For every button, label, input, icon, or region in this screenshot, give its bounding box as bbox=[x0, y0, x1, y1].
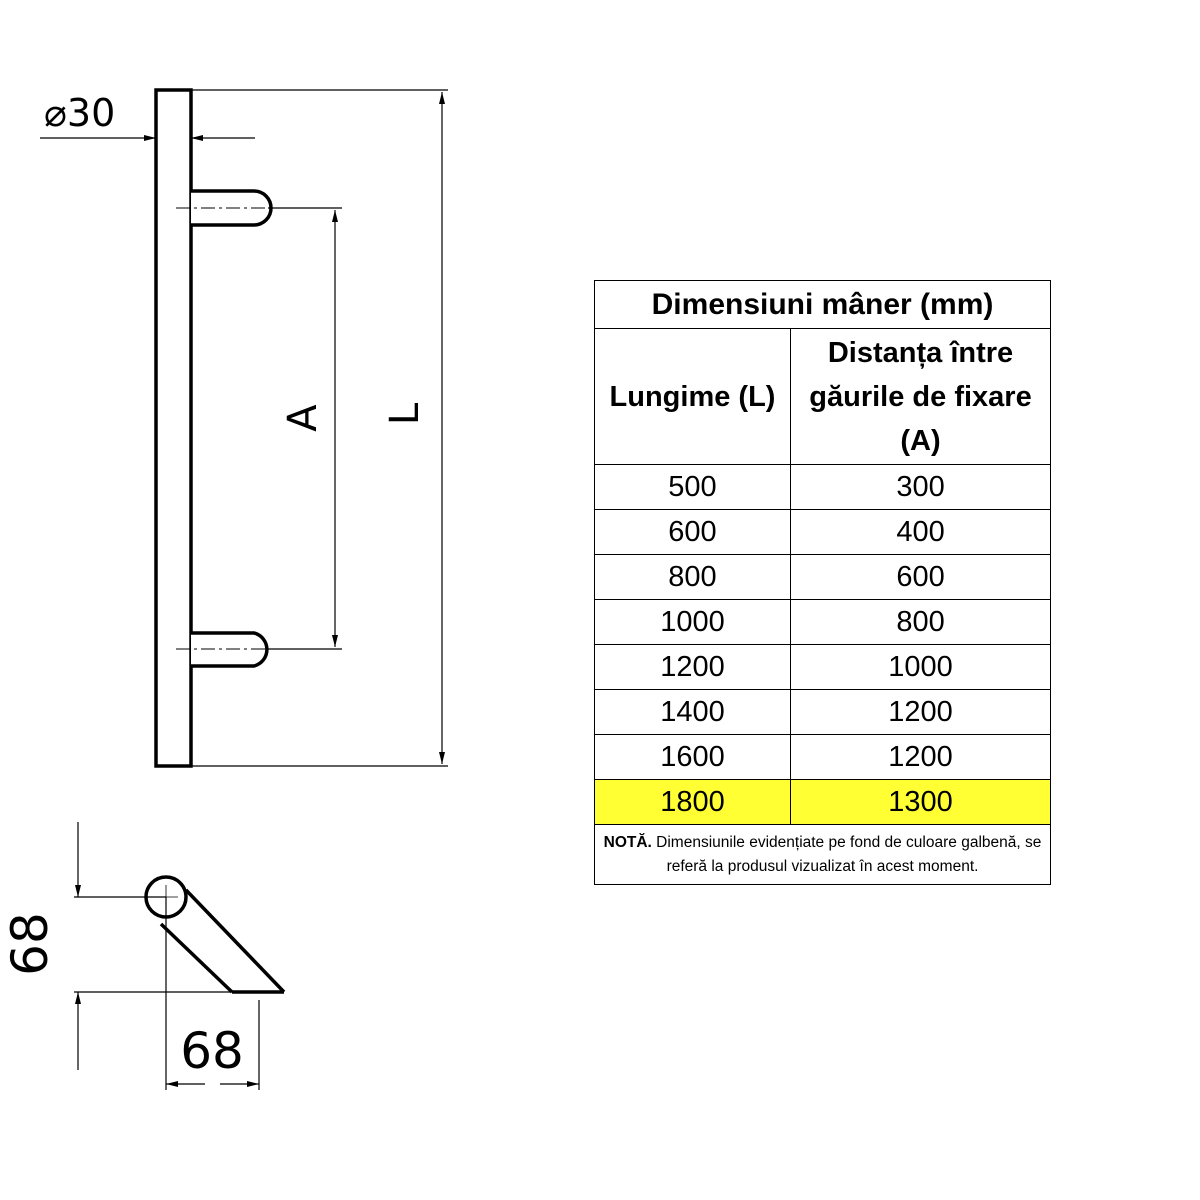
cell-distance: 1200 bbox=[789, 689, 1052, 735]
table-row: 1200 1000 bbox=[594, 644, 1052, 690]
cell-length: 1600 bbox=[594, 734, 791, 780]
table-note: NOTĂ. Dimensiunile evidențiate pe fond d… bbox=[593, 824, 1052, 885]
table-row: 1600 1200 bbox=[594, 734, 1052, 780]
cell-distance: 400 bbox=[789, 509, 1052, 555]
cell-length: 1000 bbox=[594, 599, 791, 645]
header-distance-line3: (A) bbox=[900, 424, 941, 457]
cell-length: 500 bbox=[594, 464, 791, 510]
cell-distance: 800 bbox=[789, 599, 1052, 645]
table-row: 500 300 bbox=[594, 464, 1052, 510]
header-distance-line1: Distanța între bbox=[827, 336, 1014, 369]
cell-length: 1400 bbox=[594, 689, 791, 735]
dimension-A: A bbox=[268, 207, 342, 650]
handle-bar bbox=[154, 88, 193, 768]
width-label: 68 bbox=[180, 1022, 244, 1080]
depth-label: 68 bbox=[1, 912, 59, 976]
table-row-highlighted: 1800 1300 bbox=[594, 779, 1052, 825]
cell-distance: 300 bbox=[789, 464, 1052, 510]
cell-distance: 600 bbox=[789, 554, 1052, 600]
note-text: Dimensiunile evidențiate pe fond de culo… bbox=[656, 833, 1042, 875]
header-distance-line2: găurile de fixare bbox=[809, 380, 1032, 413]
cell-length: 1800 bbox=[594, 779, 791, 825]
cell-length: 1200 bbox=[594, 644, 791, 690]
label-L: L bbox=[382, 402, 428, 425]
cell-distance: 1200 bbox=[789, 734, 1052, 780]
header-distance: Distanța între găurile de fixare (A) bbox=[789, 328, 1052, 465]
label-A: A bbox=[280, 404, 326, 432]
table-row: 800 600 bbox=[594, 554, 1052, 600]
cell-length: 800 bbox=[594, 554, 791, 600]
table-title: Dimensiuni mâner (mm) bbox=[593, 280, 1052, 329]
dimension-L: L bbox=[191, 89, 448, 767]
header-length: Lungime (L) bbox=[594, 328, 791, 465]
cell-distance: 1000 bbox=[789, 644, 1052, 690]
diameter-label: ⌀30 bbox=[44, 91, 115, 135]
table-row: 1400 1200 bbox=[594, 689, 1052, 735]
dimensions-table: Dimensiuni mâner (mm) Lungime (L) Distan… bbox=[593, 280, 1052, 885]
handle-front-view bbox=[154, 88, 273, 768]
cell-length: 600 bbox=[594, 509, 791, 555]
cell-distance: 1300 bbox=[789, 779, 1052, 825]
diameter-dimension: ⌀30 bbox=[40, 91, 255, 141]
handle-side-view: 68 68 bbox=[1, 822, 286, 1090]
table-row: 1000 800 bbox=[594, 599, 1052, 645]
table-row: 600 400 bbox=[594, 509, 1052, 555]
note-label: NOTĂ. bbox=[603, 833, 652, 851]
